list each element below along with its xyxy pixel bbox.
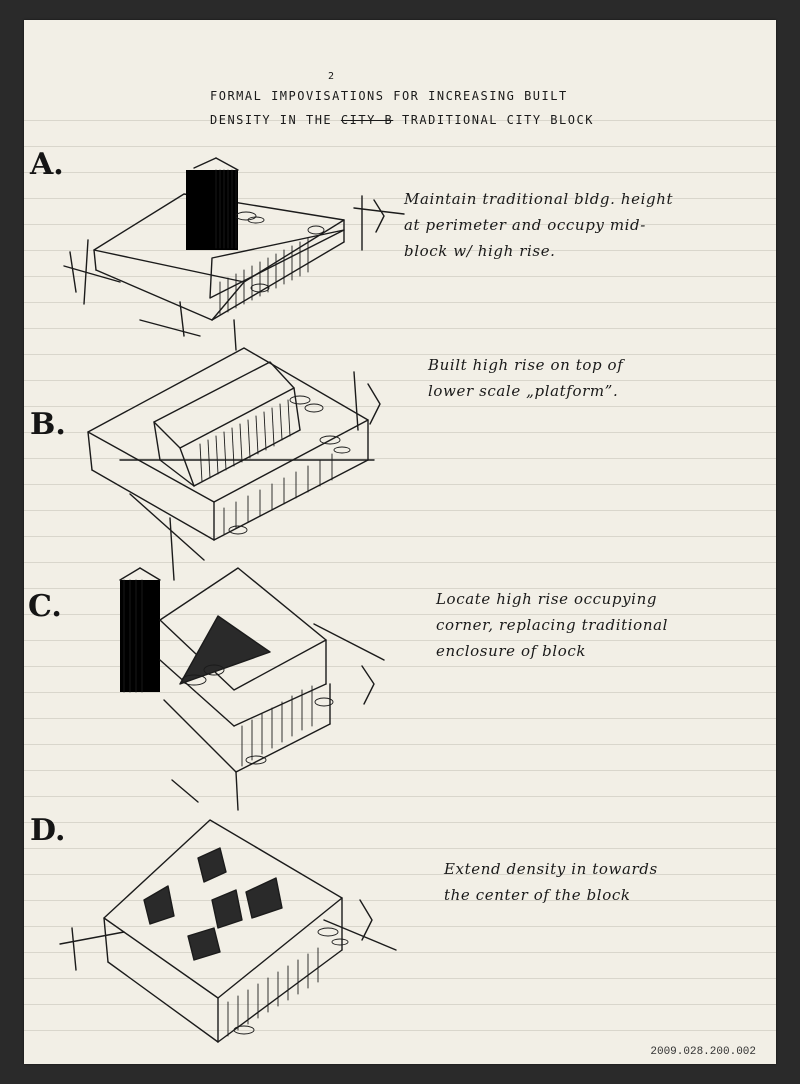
title-line-1: FORMAL IMPOVISATIONS FOR INCREASING BUIL… <box>210 89 568 103</box>
caption-b: Built high rise on top of lower scale „p… <box>428 352 768 404</box>
sketch-d-drawing <box>59 819 397 1043</box>
caption-d-line-2: the center of the block <box>444 886 631 904</box>
section-letter-a: A. <box>30 147 64 182</box>
caption-c-line-2: corner, replacing traditional <box>436 616 669 634</box>
title-insert-mark: 2 <box>328 71 336 82</box>
caption-a-line-3: block w/ high rise. <box>404 242 556 260</box>
isometric-sketches <box>59 157 405 1043</box>
title-struck-word: CITY B <box>340 113 394 127</box>
caption-d-line-1: Extend density in towards <box>444 860 658 878</box>
section-letter-d: D. <box>30 813 66 848</box>
caption-a-line-2: at perimeter and occupy mid- <box>404 216 646 234</box>
title-line-2: DENSITY IN THE CITY B TRADITIONAL CITY B… <box>210 108 770 132</box>
sketch-a-drawing <box>63 157 405 351</box>
caption-c-line-3: enclosure of block <box>436 642 587 660</box>
caption-b-line-1: Built high rise on top of <box>428 356 624 374</box>
caption-d: Extend density in towards the center of … <box>444 856 770 908</box>
title-line-2-end: TRADITIONAL CITY BLOCK <box>401 113 594 127</box>
title-line-2-start: DENSITY IN THE <box>210 113 333 127</box>
sketch-c-drawing <box>119 567 385 811</box>
caption-c: Locate high rise occupying corner, repla… <box>436 586 772 664</box>
section-letter-c: C. <box>28 589 62 624</box>
caption-c-line-1: Locate high rise occupying <box>436 590 658 608</box>
sketch-b-drawing <box>87 347 381 581</box>
caption-a-line-1: Maintain traditional bldg. height <box>404 190 674 208</box>
sheet-title: 2 FORMAL IMPOVISATIONS FOR INCREASING BU… <box>210 72 770 132</box>
paper-sheet: 2 FORMAL IMPOVISATIONS FOR INCREASING BU… <box>24 20 776 1064</box>
caption-b-line-2: lower scale „platform”. <box>428 382 619 400</box>
accession-number: 2009.028.200.002 <box>650 1046 756 1058</box>
caption-a: Maintain traditional bldg. height at per… <box>404 186 770 264</box>
section-letter-b: B. <box>30 407 66 442</box>
